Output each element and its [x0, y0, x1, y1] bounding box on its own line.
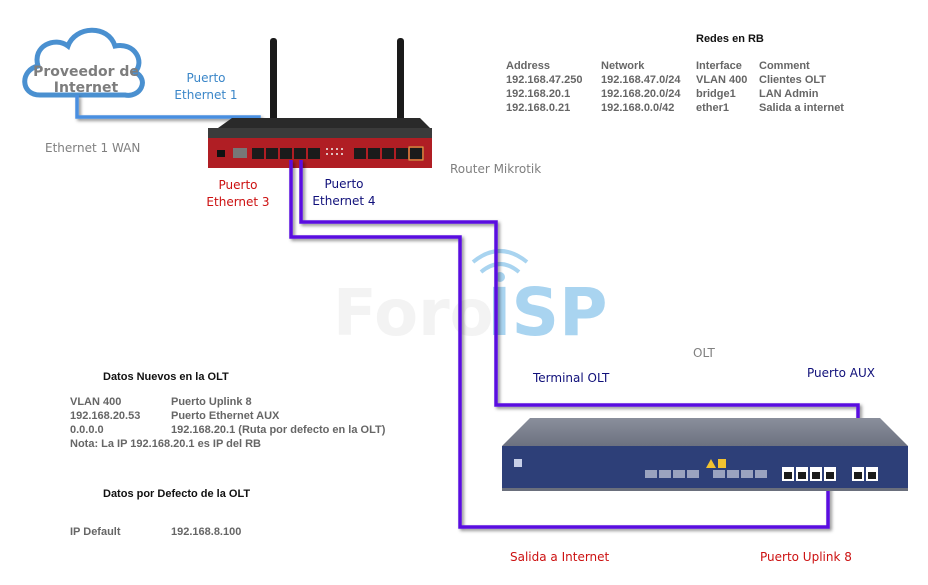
cell-address: 192.168.0.21: [506, 102, 571, 114]
label-router-mikrotik: Router Mikrotik: [450, 162, 542, 176]
datos-nuevos-olt: Datos Nuevos en la OLT VLAN 400 Puerto U…: [70, 371, 411, 451]
label-olt: OLT: [693, 346, 715, 360]
svg-text:Foro: Foro: [333, 277, 494, 351]
svg-text:ISP: ISP: [487, 274, 607, 351]
label-puerto-ethernet1: Puerto Ethernet 1: [174, 70, 238, 104]
cell-value: 192.168.20.1 (Ruta por defecto en la OLT…: [171, 424, 386, 436]
cloud-label: Proveedor de Internet: [24, 64, 148, 96]
label-ethernet1-wan: Ethernet 1 WAN: [45, 141, 141, 155]
table-row: VLAN 400 Puerto Uplink 8: [70, 395, 411, 409]
table-row: 0.0.0.0 192.168.20.1 (Ruta por defecto e…: [70, 423, 411, 437]
router-antennas: [270, 38, 404, 128]
table-row: 192.168.47.250 192.168.47.0/24 VLAN 400 …: [506, 73, 869, 87]
cell-interface: VLAN 400: [696, 74, 748, 86]
cell-comment: Salida a internet: [759, 102, 844, 114]
label-salida-internet: Salida a Internet: [510, 550, 610, 564]
olt-device: [502, 418, 908, 491]
header-interface: Interface: [696, 60, 742, 72]
table-row: 192.168.0.21 192.168.0.0/42 ether1 Salid…: [506, 101, 869, 115]
label-puerto-uplink8: Puerto Uplink 8: [760, 550, 852, 564]
label-puerto-ethernet4: Puerto Ethernet 4: [312, 176, 376, 210]
cell-address: 192.168.20.1: [506, 88, 571, 100]
table-row: 192.168.20.53 Puerto Ethernet AUX: [70, 409, 411, 423]
cell-key: 0.0.0.0: [70, 424, 104, 436]
header-address: Address: [506, 60, 551, 72]
table-row: IP Default 192.168.8.100: [70, 525, 411, 539]
redes-rb-header: Address Network Interface Comment: [506, 59, 869, 73]
header-network: Network: [601, 60, 645, 72]
internet-cloud-icon: [22, 27, 145, 98]
cell-comment: LAN Admin: [759, 88, 819, 100]
cell-key: 192.168.20.53: [70, 410, 141, 422]
datos-nuevos-title: Datos Nuevos en la OLT: [103, 371, 229, 383]
datos-defecto-title: Datos por Defecto de la OLT: [103, 488, 251, 500]
cable-ethernet4-aux: [299, 160, 860, 468]
label-text: Puerto: [218, 178, 258, 192]
cell-comment: Clientes OLT: [759, 74, 827, 86]
cell-network: 192.168.20.0/24: [601, 88, 681, 100]
label-text: Ethernet 3: [206, 195, 270, 209]
cell-interface: ether1: [696, 102, 730, 114]
cell-value: Puerto Uplink 8: [171, 396, 252, 408]
label-text: Ethernet 4: [312, 194, 376, 208]
cell-interface: bridge1: [696, 88, 736, 100]
label-text: Puerto: [186, 71, 226, 85]
redes-rb-title: Redes en RB: [696, 33, 764, 45]
cell-network: 192.168.0.0/42: [601, 102, 675, 114]
table-row: 192.168.20.1 192.168.20.0/24 bridge1 LAN…: [506, 87, 869, 101]
cell-address: 192.168.47.250: [506, 74, 583, 86]
label-puerto-ethernet3: Puerto Ethernet 3: [206, 177, 270, 211]
cloud-label-line2: Internet: [53, 80, 119, 96]
cell-value: Puerto Ethernet AUX: [171, 410, 280, 422]
datos-nuevos-note: Nota: La IP 192.168.20.1 es IP del RB: [70, 438, 261, 450]
cell-key: VLAN 400: [70, 396, 122, 408]
cell-value: 192.168.8.100: [171, 526, 242, 538]
cell-key: IP Default: [70, 526, 121, 538]
datos-defecto-olt: Datos por Defecto de la OLT IP Default 1…: [70, 488, 411, 539]
cloud-label-line1: Proveedor de: [33, 64, 139, 80]
foroisp-watermark: Foro ISP: [333, 249, 607, 351]
header-comment: Comment: [759, 60, 810, 72]
router-mikrotik-device: [208, 118, 432, 168]
label-text: Puerto: [324, 177, 364, 191]
cell-network: 192.168.47.0/24: [601, 74, 681, 86]
label-text: Ethernet 1: [174, 88, 238, 102]
redes-rb-table: Redes en RB Address Network Interface Co…: [506, 33, 869, 115]
cable-ethernet3-uplink8: [289, 160, 830, 529]
label-puerto-aux: Puerto AUX: [807, 366, 876, 380]
label-terminal-olt: Terminal OLT: [533, 371, 610, 385]
